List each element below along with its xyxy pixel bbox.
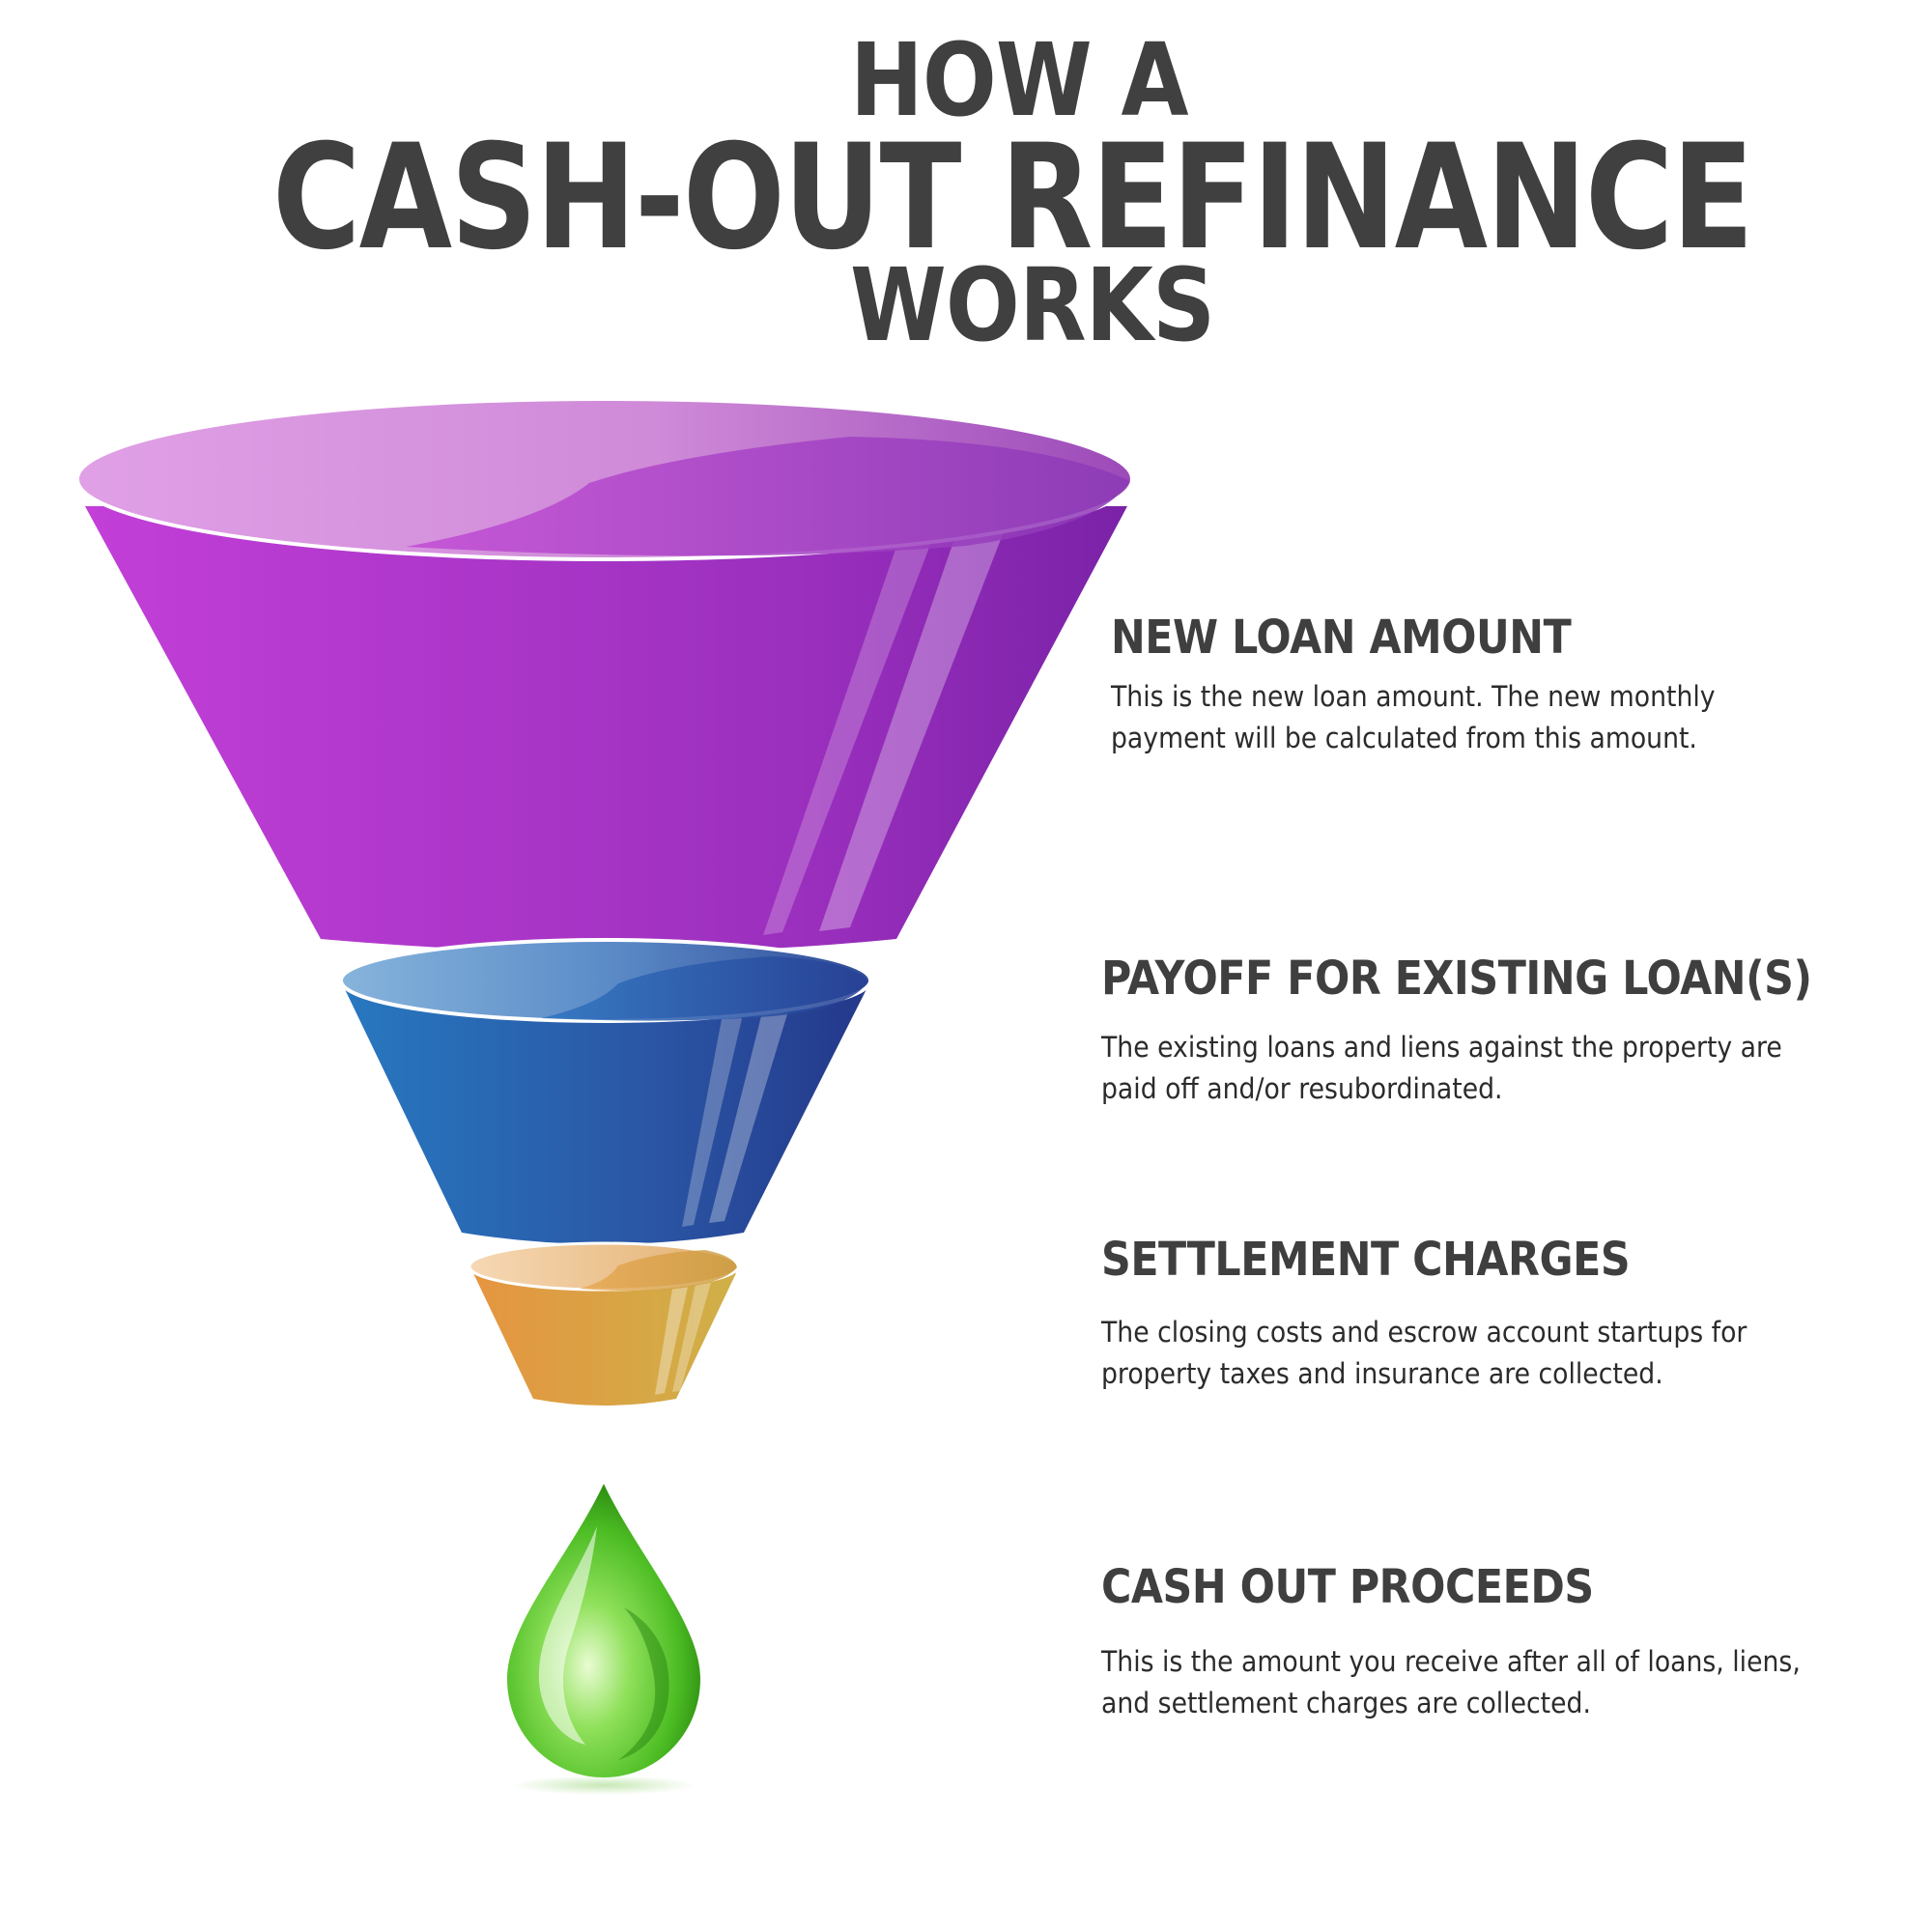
funnel-tier-payoff-body xyxy=(344,987,867,1244)
step-description-line: property taxes and insurance are collect… xyxy=(1101,1357,1663,1390)
step-description-line: This is the amount you receive after all… xyxy=(1101,1645,1801,1678)
cash-drop-highlight xyxy=(538,1526,597,1745)
step-description: The closing costs and escrow account sta… xyxy=(1101,1312,1812,1395)
funnel-tier-new-loan xyxy=(75,397,1134,952)
title-line-2: CASH-OUT REFINANCE xyxy=(272,114,1754,282)
step-heading: CASH OUT PROCEEDS xyxy=(1101,1560,1594,1614)
step-cash-out-proceeds: CASH OUT PROCEEDS This is the amount you… xyxy=(1101,1560,1874,1724)
cash-drop-inner-swirl xyxy=(618,1607,669,1760)
step-description-line: This is the new loan amount. The new mon… xyxy=(1111,680,1716,713)
funnel-tier-new-loan-body xyxy=(85,506,1127,952)
step-description: This is the new loan amount. The new mon… xyxy=(1111,676,1822,759)
step-description: The existing loans and liens against the… xyxy=(1101,1027,1812,1110)
funnel-tier-new-loan-gloss xyxy=(763,537,933,935)
title-line-3: WORKS xyxy=(850,246,1215,364)
cash-drop xyxy=(507,1484,700,1795)
funnel-tier-settlement-inner-shade xyxy=(580,1250,737,1291)
step-heading: PAYOFF FOR EXISTING LOAN(S) xyxy=(1101,952,1812,1006)
funnel-tier-settlement-body xyxy=(473,1273,736,1406)
title-line-1: HOW A xyxy=(850,21,1188,139)
funnel-tier-new-loan-gloss-2 xyxy=(819,529,1005,931)
step-description-line: payment will be calculated from this amo… xyxy=(1111,722,1697,754)
funnel-tier-new-loan-inner-shade xyxy=(406,437,1130,556)
step-description: This is the amount you receive after all… xyxy=(1101,1641,1812,1724)
funnel-tier-settlement xyxy=(468,1241,740,1406)
step-description-line: The existing loans and liens against the… xyxy=(1101,1031,1782,1064)
step-description-line: The closing costs and escrow account sta… xyxy=(1101,1316,1747,1349)
funnel-tier-settlement-gloss-2 xyxy=(672,1283,711,1392)
funnel-tier-payoff-gloss-2 xyxy=(709,1005,790,1223)
cash-drop-shadow-icon xyxy=(512,1776,696,1795)
funnel-tier-payoff-gloss xyxy=(682,1010,744,1227)
step-description-line: and settlement charges are collected. xyxy=(1101,1687,1591,1719)
step-heading: SETTLEMENT CHARGES xyxy=(1101,1233,1631,1287)
step-settlement-charges: SETTLEMENT CHARGES The closing costs and… xyxy=(1101,1233,1874,1395)
step-new-loan-amount: NEW LOAN AMOUNT This is the new loan amo… xyxy=(1111,611,1884,759)
step-payoff-existing-loans: PAYOFF FOR EXISTING LOAN(S) The existing… xyxy=(1101,952,1874,1110)
funnel-tier-settlement-gloss xyxy=(655,1287,688,1395)
funnel-tier-payoff-inner-shade xyxy=(541,956,868,1021)
step-heading: NEW LOAN AMOUNT xyxy=(1111,611,1572,665)
step-description-line: paid off and/or resubordinated. xyxy=(1101,1072,1503,1105)
funnel-tier-payoff xyxy=(339,938,872,1244)
cash-drop-icon xyxy=(507,1484,700,1777)
